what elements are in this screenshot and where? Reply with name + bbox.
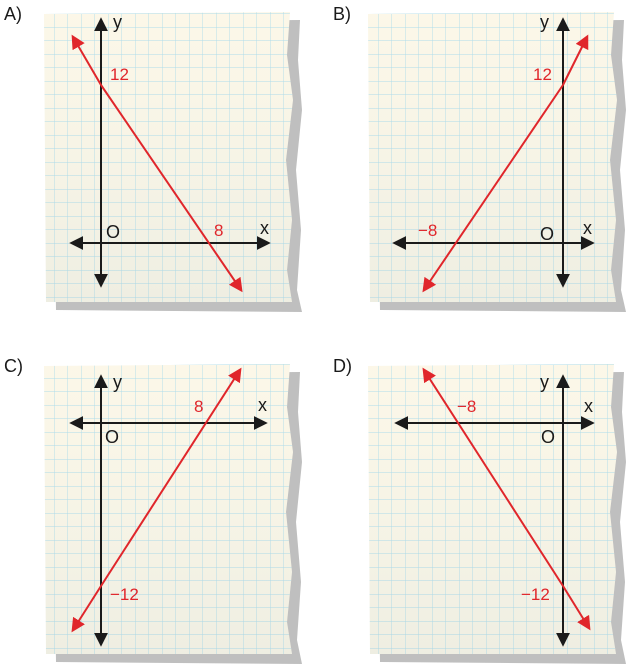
graph-line bbox=[71, 34, 243, 293]
option-d-panel[interactable]: D) y x O −12 −8 bbox=[333, 356, 626, 664]
notebook-paper bbox=[44, 364, 302, 664]
y-intercept-label: −12 bbox=[521, 585, 550, 604]
x-axis-label: x bbox=[583, 218, 592, 238]
y-axis-label: y bbox=[113, 372, 122, 392]
y-intercept-label: 12 bbox=[533, 65, 552, 84]
notebook-paper bbox=[368, 364, 626, 664]
x-axis-label: x bbox=[584, 396, 593, 416]
option-a-panel[interactable]: A) y x O 12 8 bbox=[4, 4, 302, 312]
graph-line bbox=[422, 367, 591, 631]
option-b-panel[interactable]: B) y x O 12 −8 bbox=[333, 4, 626, 312]
x-intercept-label: 8 bbox=[194, 397, 203, 416]
y-intercept-label: −12 bbox=[110, 585, 139, 604]
option-a-label: A) bbox=[4, 4, 22, 24]
notebook-paper bbox=[44, 12, 302, 312]
origin-label: O bbox=[541, 427, 555, 447]
y-axis-label: y bbox=[113, 12, 122, 32]
x-intercept-label: −8 bbox=[418, 221, 437, 240]
y-intercept-label: 12 bbox=[110, 65, 129, 84]
option-d-label: D) bbox=[333, 356, 352, 376]
option-b-label: B) bbox=[333, 4, 351, 24]
graph-line bbox=[422, 34, 589, 293]
x-axis-label: x bbox=[258, 395, 267, 415]
origin-label: O bbox=[106, 222, 120, 242]
x-axis-label: x bbox=[260, 218, 269, 238]
origin-label: O bbox=[540, 224, 554, 244]
y-axis-label: y bbox=[540, 12, 549, 32]
x-intercept-label: −8 bbox=[457, 397, 476, 416]
x-intercept-label: 8 bbox=[214, 221, 223, 240]
notebook-paper bbox=[368, 12, 626, 312]
option-c-label: C) bbox=[4, 356, 23, 376]
y-axis-label: y bbox=[540, 372, 549, 392]
origin-label: O bbox=[105, 427, 119, 447]
option-c-panel[interactable]: C) y x O −12 8 bbox=[4, 356, 302, 664]
graph-line bbox=[71, 367, 242, 633]
